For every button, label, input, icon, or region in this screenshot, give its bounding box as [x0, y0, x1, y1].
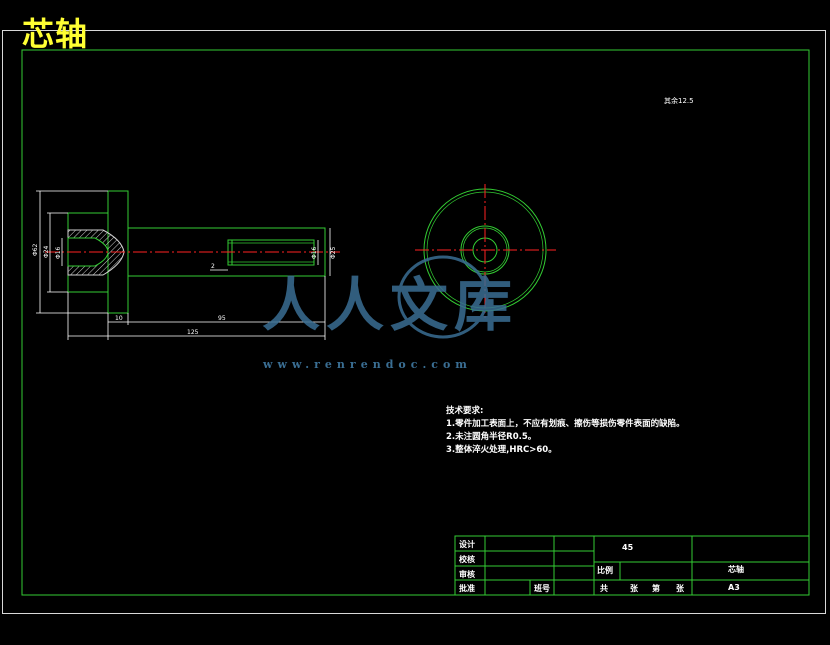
- dimension-labels: Φ62 Φ24 Φ16 Φ16 Φ25 2 10 95 125 其余12.5: [32, 96, 694, 336]
- dim-flange-width: 10: [115, 315, 123, 322]
- tb-approve: 批准: [459, 584, 475, 593]
- tb-sheets-total: 共: [600, 584, 608, 593]
- tb-material: 45: [622, 543, 634, 552]
- right-bore-outline: [227, 239, 315, 266]
- dim-dia-outer: Φ62: [32, 243, 39, 256]
- requirement-line-3: 3.整体淬火处理,HRC>60。: [446, 445, 557, 455]
- dim-dia-right-bore-left: Φ16: [55, 246, 62, 259]
- dimensions: [36, 190, 331, 340]
- inner-frame: [21, 49, 810, 596]
- roughness-note: 其余12.5: [664, 96, 694, 105]
- tb-review: 审核: [459, 570, 475, 579]
- dim-dia-right-bore: Φ16: [311, 246, 318, 259]
- tb-scale-label: 比例: [597, 566, 613, 575]
- tb-sheet-no-unit: 张: [676, 584, 684, 593]
- title-block: 设计 校核 审核 批准 班号 45 比例 芯轴 共 张 第 张 A3: [455, 536, 809, 595]
- requirement-line-2: 2.未注圆角半径R0.5。: [446, 432, 537, 442]
- drawing-title: 芯轴: [22, 15, 89, 53]
- tb-check: 校核: [459, 555, 475, 564]
- tb-sheets-unit: 张: [630, 584, 638, 593]
- dim-dia-shaft: Φ25: [330, 246, 337, 259]
- tb-paper-size: A3: [728, 583, 740, 592]
- requirements-heading: 技术要求:: [446, 406, 484, 416]
- side-view: [45, 190, 340, 314]
- watermark-logo: 人人文库: [262, 255, 518, 339]
- dim-overall-length: 125: [187, 329, 199, 336]
- dim-shaft-length: 95: [218, 315, 226, 322]
- requirement-line-1: 1.零件加工表面上，不应有划痕、擦伤等损伤零件表面的缺陷。: [446, 419, 685, 429]
- tb-sheet-no-label: 第: [652, 584, 660, 593]
- title-block-grid: [454, 535, 810, 596]
- tb-design: 设计: [459, 540, 475, 549]
- tb-part-name: 芯轴: [728, 565, 744, 574]
- dim-dia-left-bore: Φ24: [43, 245, 50, 258]
- tb-class-no: 班号: [534, 584, 550, 593]
- technical-requirements: 技术要求: 1.零件加工表面上，不应有划痕、擦伤等损伤零件表面的缺陷。 2.未注…: [446, 405, 685, 457]
- outer-border: [2, 30, 826, 614]
- watermark-brand: 人人文库: [262, 271, 518, 339]
- shaft-outline: [128, 227, 326, 277]
- watermark-url: www.renrendoc.com: [263, 358, 472, 371]
- dim-chamfer: 2: [211, 263, 215, 270]
